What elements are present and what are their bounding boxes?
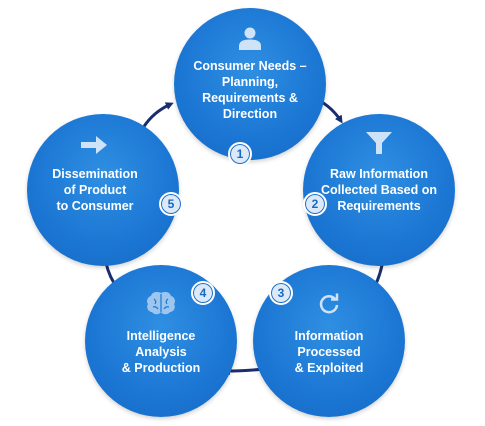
funnel-icon xyxy=(366,132,392,154)
step-5-label: Dissemination of Product to Consumer xyxy=(52,167,138,213)
step-3-node: Information Processed & Exploited 3 xyxy=(253,265,405,417)
brain-icon xyxy=(147,292,175,315)
step-1-node: Consumer Needs – Planning, Requirements … xyxy=(174,8,326,166)
step-3-label: Information Processed & Exploited xyxy=(294,329,364,375)
step-1-label: Consumer Needs – Planning, Requirements … xyxy=(193,59,307,121)
step-5-node: Dissemination of Product to Consumer 5 xyxy=(27,114,183,266)
person-icon xyxy=(239,27,261,50)
step-1-badge: 1 xyxy=(228,142,252,166)
step-2-badge: 2 xyxy=(303,192,327,216)
step-4-badge: 4 xyxy=(191,281,215,305)
step-5-badge: 5 xyxy=(159,192,183,216)
arrow-right-icon xyxy=(81,136,107,154)
arrow-5-to-1 xyxy=(141,102,174,129)
step-4-label: Intelligence Analysis & Production xyxy=(121,329,201,375)
refresh-icon xyxy=(319,293,339,314)
step-4-node: Intelligence Analysis & Production 4 xyxy=(85,265,237,417)
step-2-node: Raw Information Collected Based on Requi… xyxy=(303,114,455,266)
step-2-label: Raw Information Collected Based on Requi… xyxy=(321,167,437,213)
step-3-badge: 3 xyxy=(269,281,293,305)
